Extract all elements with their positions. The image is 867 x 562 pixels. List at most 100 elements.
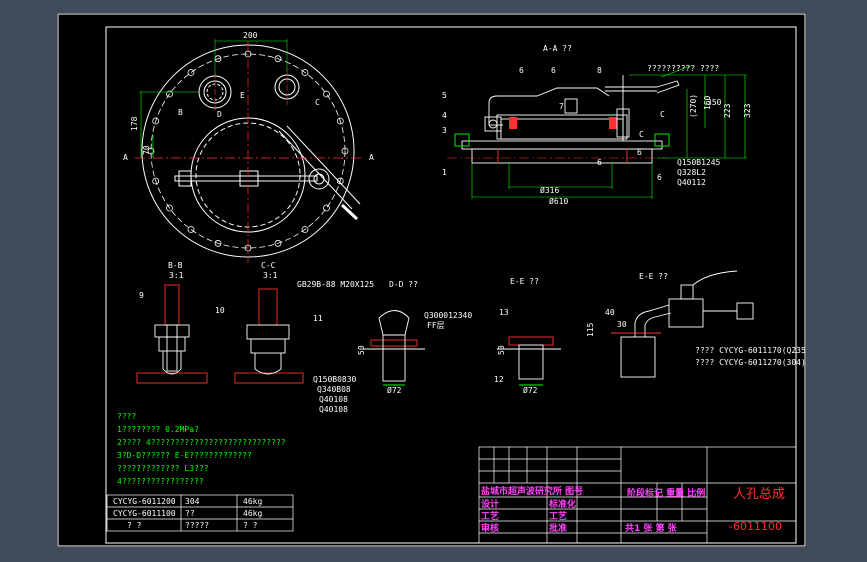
table-r1-c0: CYCYG-6011100: [113, 509, 176, 518]
outer-frame: [57, 13, 806, 547]
detail-ee2-dim-30: 30: [617, 320, 627, 329]
tb-design: 设计: [481, 498, 499, 510]
detail-ee2-part-1: ???? CYCYG-6011170(Q235A): [695, 346, 806, 355]
bolt-hole: [152, 117, 160, 125]
table-r0-c0: CYCYG-6011200: [113, 497, 176, 506]
dim-350: 350: [707, 98, 722, 107]
detail-bb-callout-10: 10: [215, 306, 225, 315]
plan-dim-178: 178: [130, 116, 139, 131]
callout-2: 3: [442, 126, 447, 135]
bolt-hole: [323, 204, 330, 212]
detail-ee1-callout-12: 12: [494, 375, 504, 384]
callout-6b: 7: [559, 102, 564, 111]
note-line-0: ????: [117, 412, 136, 421]
plan-section-d: D: [217, 110, 222, 119]
title-block: [478, 446, 797, 544]
plan-view: [135, 39, 363, 263]
detail-dd: [363, 310, 425, 386]
bolt-hole: [274, 239, 282, 247]
bolt-hole: [152, 177, 160, 185]
tb-check: 标准化: [548, 498, 576, 510]
callout-6d: 6: [657, 173, 662, 182]
callout-5: 6: [519, 66, 524, 75]
plan-section-a-left: A: [123, 153, 128, 162]
bolt-hole: [187, 69, 195, 76]
bolt-hole: [301, 226, 309, 233]
bolt-hole: [341, 147, 349, 155]
bolt-hole: [187, 226, 195, 233]
table-r2-c2: ? ?: [243, 521, 258, 530]
dim-316: Ø316: [540, 185, 559, 195]
detail-cc-scale: 3:1: [263, 271, 278, 280]
detail-ee2-part-2: ???? CYCYG-6011270(304): [695, 358, 806, 367]
table-r0-c2: 46kg: [243, 497, 262, 506]
detail-dd-std-2: Q340B08: [317, 385, 351, 394]
detail-dd-std-1: Q150B0830: [313, 375, 357, 384]
plan-dim-70: 70: [142, 145, 151, 155]
note-line-4: ????????????? L3???: [117, 464, 209, 473]
detail-ee1: [497, 336, 561, 386]
note-line-2: 2???? 4????????????????????????????: [117, 438, 286, 447]
technical-notes: ???? 1???????? 0.2MPa? 2???? 4??????????…: [117, 412, 286, 486]
detail-ee1-title: E-E ??: [510, 277, 539, 286]
dim-223: 223: [723, 103, 732, 118]
detail-cc-callout-11: 11: [313, 314, 323, 323]
bolt-hole: [301, 69, 309, 76]
bolt-hole: [336, 117, 344, 125]
bolt-hole: [214, 239, 222, 247]
std-q328l2: Q328L2: [677, 168, 706, 177]
bolt-hole: [166, 204, 173, 212]
bolt-hole: [323, 90, 330, 98]
detail-bb-scale: 3:1: [169, 271, 184, 280]
note-line-3: 3?D-D?????? E-E?????????????: [117, 451, 252, 460]
detail-dd-label1: Q300012340: [424, 311, 472, 320]
callout-4: 5: [442, 91, 447, 100]
section-aa-dims: [447, 64, 747, 199]
dim-610: Ø610: [549, 196, 568, 206]
dim-270: (270): [689, 94, 698, 118]
dim-160: 160: [703, 95, 712, 110]
std-q150b1245: Q150B1245: [677, 158, 721, 167]
parts-table: [106, 494, 294, 532]
detail-cc-title: C-C: [261, 261, 276, 270]
std-q40112: Q40112: [677, 178, 706, 187]
table-r2-c1: ?????: [185, 521, 209, 530]
tb-approve: 审核: [481, 522, 499, 534]
tb-stage: 阶段标记 重量 比例: [627, 487, 705, 499]
callout-1: 1: [442, 168, 447, 177]
note-line-1: 1???????? 0.2MPa?: [117, 425, 199, 434]
detail-cc: [234, 288, 304, 384]
detail-cc-std: GB29B-88 M20X125: [297, 280, 374, 289]
bolt-hole: [147, 147, 155, 155]
drawing-sheet: 200 178 70 A A B C D E: [57, 13, 806, 547]
section-aa: [454, 75, 680, 164]
detail-dd-std-3: Q40108: [319, 395, 348, 404]
inner-frame: [105, 26, 797, 544]
table-r1-c2: 46kg: [243, 509, 262, 518]
callout-c2: 6: [637, 148, 642, 157]
tb-company: 盐城市超声波研究所 图号: [481, 485, 583, 497]
table-r1-c1: ??: [185, 509, 195, 518]
detail-dd-dim-72: Ø72: [387, 385, 402, 395]
callout-3: 4: [442, 111, 447, 120]
cad-drawing: 200 178 70 A A B C D E: [57, 13, 806, 547]
dim-323: 323: [743, 103, 752, 118]
detail-ee2-title: E-E ??: [639, 272, 668, 281]
detail-ee1-callout-13: 13: [499, 308, 509, 317]
section-aa-note: ?????????? ????: [647, 64, 719, 73]
detail-bb-callout-9: 9: [139, 291, 144, 300]
plan-section-b: B: [178, 108, 183, 117]
section-aa-title: A-A ??: [543, 44, 572, 53]
plan-section-c: C: [315, 98, 320, 107]
detail-ee2: [611, 270, 754, 378]
callout-7: 8: [597, 66, 602, 75]
tb-date: 批准: [549, 522, 567, 534]
detail-bb: [136, 284, 208, 384]
detail-ee1-dim-72: Ø72: [523, 385, 538, 395]
callout-6c: 6: [597, 158, 602, 167]
table-r0-c1: 304: [185, 497, 200, 506]
note-line-5: 4?????????????????: [117, 477, 204, 486]
callout-6a: 6: [551, 66, 556, 75]
tb-drawing-name: 人孔总成: [733, 487, 785, 502]
detail-dd-dim-50: 50: [357, 345, 366, 355]
